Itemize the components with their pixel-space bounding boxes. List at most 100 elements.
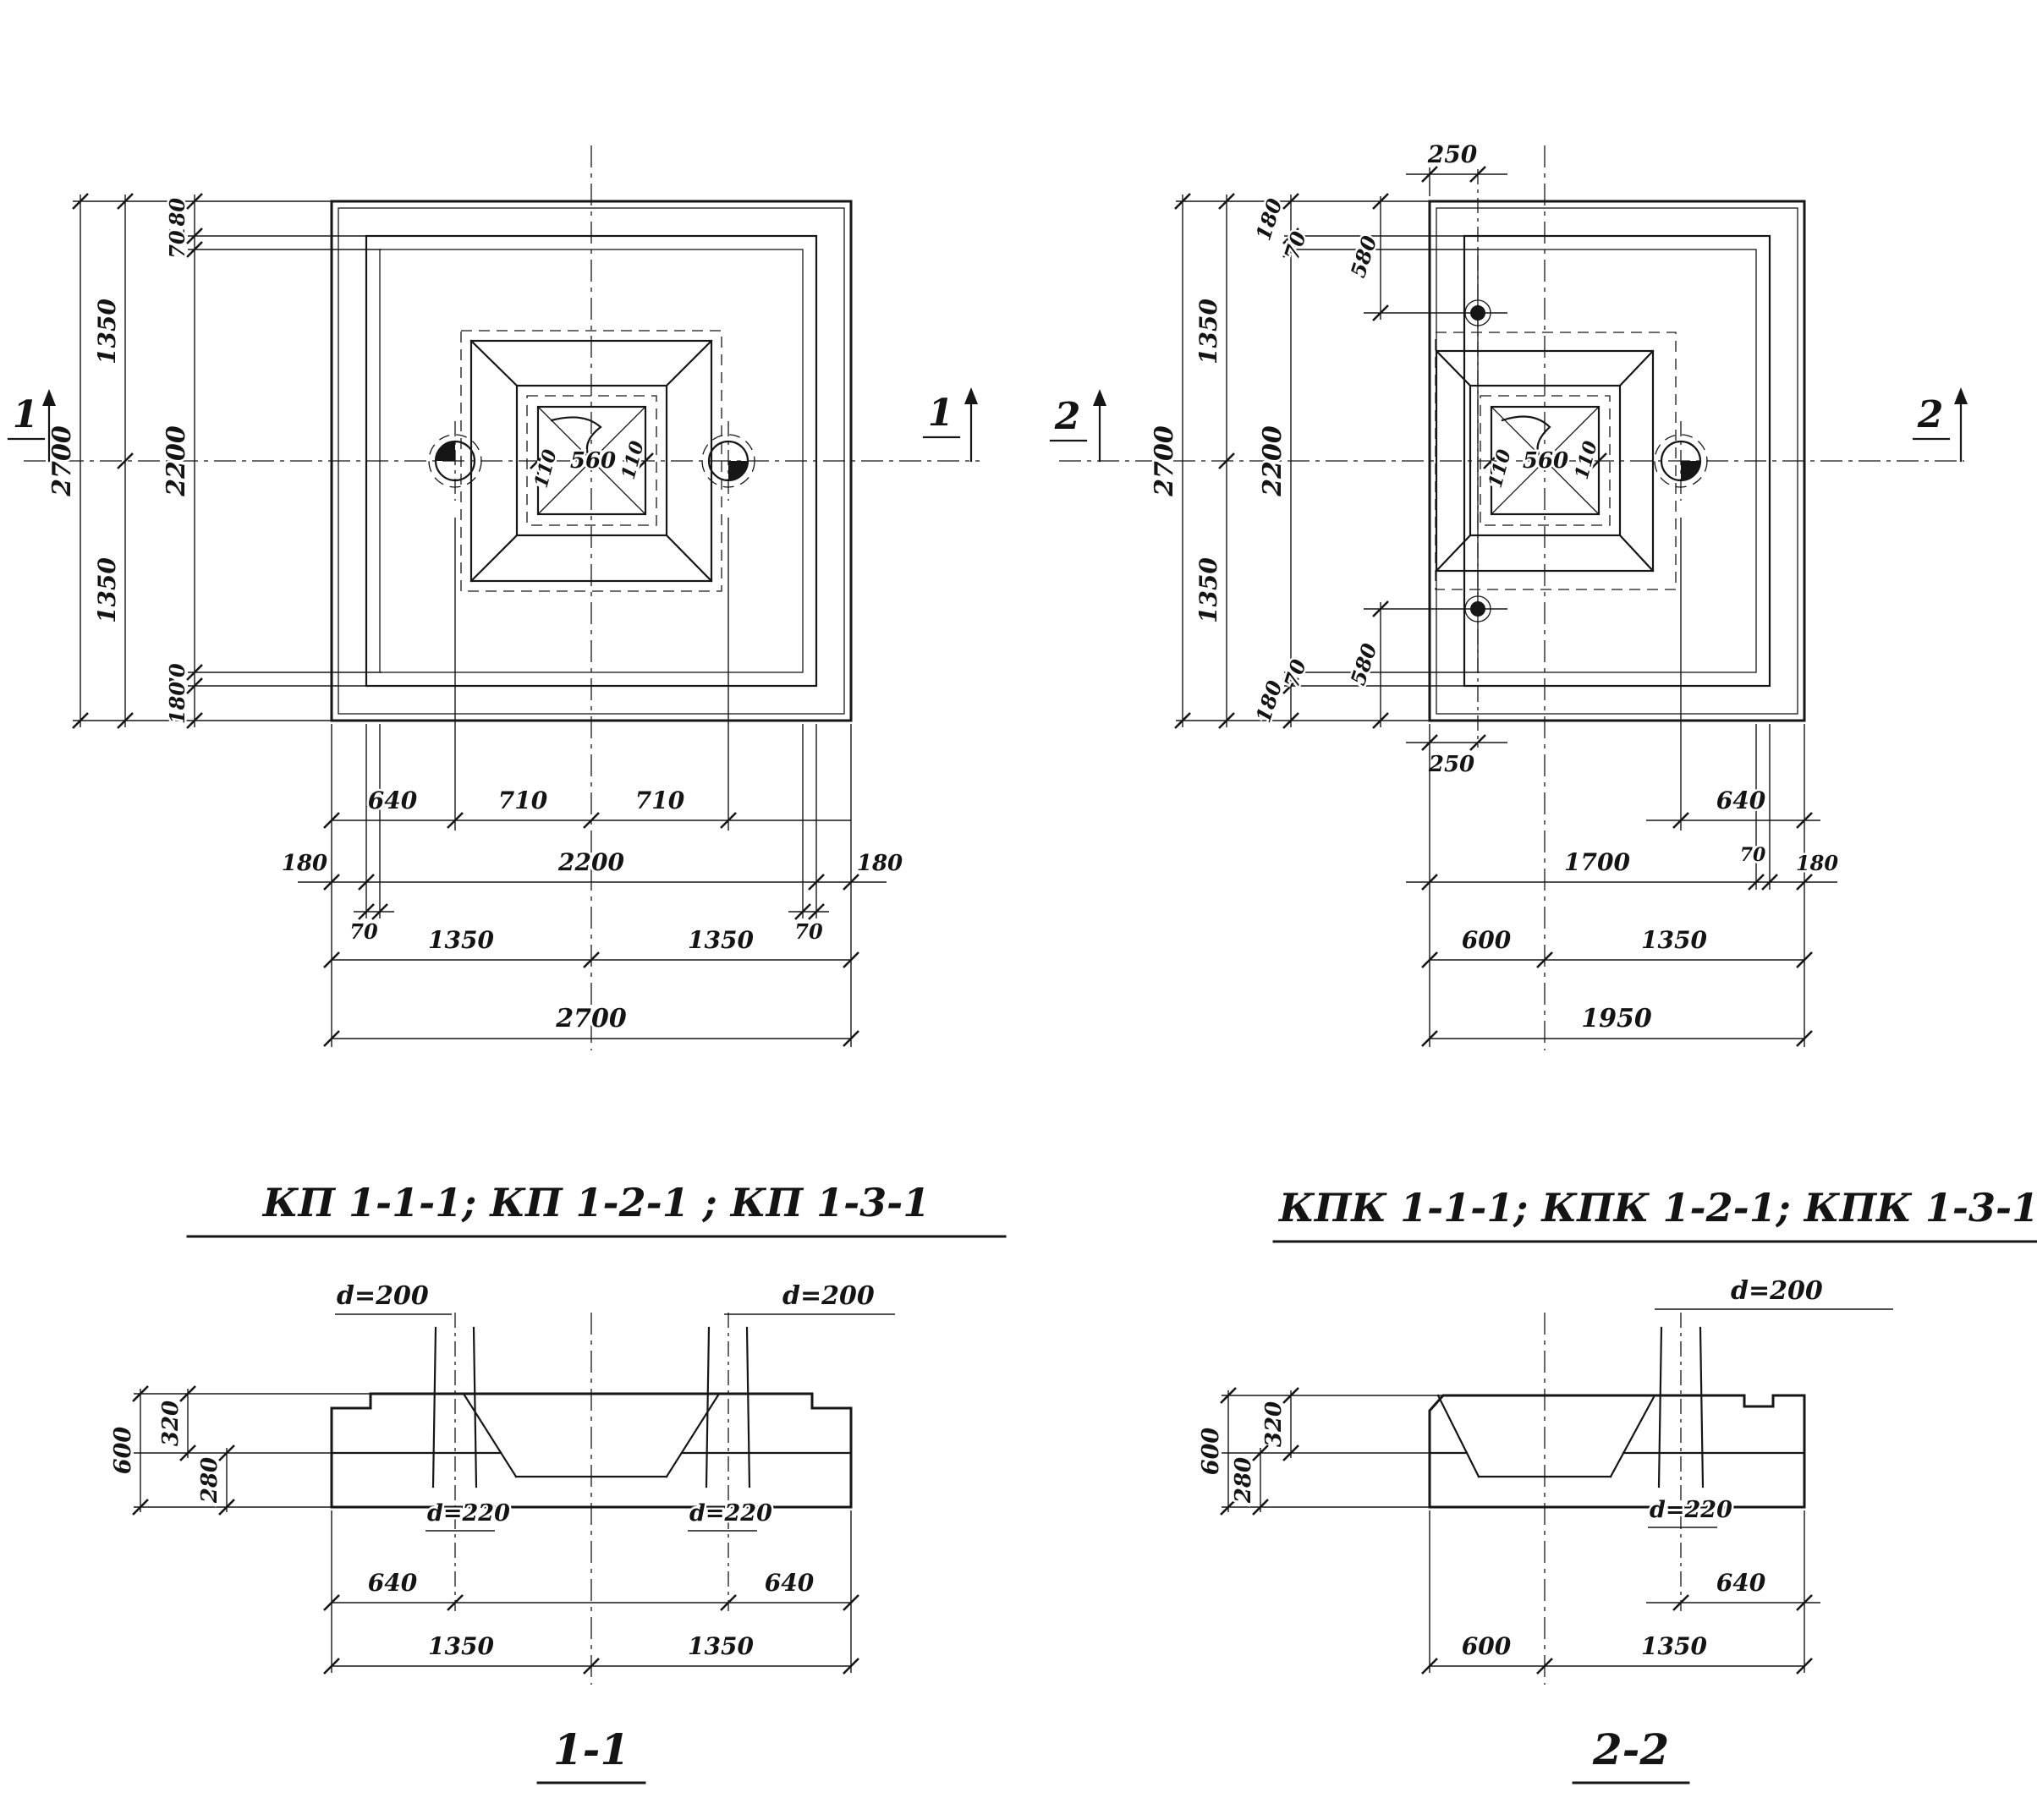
plan1-scribble (550, 416, 602, 464)
plan2-dim-110-left: 110 (1485, 447, 1516, 491)
plan2-dim-70: 70 (1740, 844, 1766, 866)
sec2-dim-640: 640 (1716, 1569, 1766, 1597)
section-1-1: d=200 d=200 d=220 d=220 600 320 280 (108, 1280, 895, 1784)
sec2-label-d220: d=220 (1650, 1497, 1732, 1523)
plan2-dim-1700: 1700 (1564, 848, 1630, 876)
sec2-cup-left-slope (1436, 1394, 1480, 1478)
sec2-title: 2-2 (1592, 1724, 1669, 1774)
plan2-dim-580-top: 580 (1345, 233, 1381, 281)
sec1-cup-right-slope (665, 1392, 721, 1478)
plan1-dim-70-bottom: 70 (165, 663, 189, 692)
plan2-scribble (1501, 415, 1551, 463)
plan1-dim-1350-bl: 1350 (428, 926, 494, 954)
plan2-dim-180-bottom: 180 (1250, 677, 1287, 726)
plan2-dim-70-top: 70 (1279, 228, 1311, 263)
sec2-bottom-dims: 640 600 1350 (1420, 1510, 1820, 1675)
sec1-dim-600: 600 (110, 1427, 136, 1475)
sec1-label-d220-right: d=220 (689, 1500, 772, 1527)
plan2-dim-600: 600 (1462, 926, 1512, 954)
sec1-label-d200-left: d=200 (337, 1281, 429, 1311)
plan1-dim-640: 640 (368, 787, 418, 814)
sec1-pipe-right (705, 1326, 711, 1488)
sec1-cup-left-slope (462, 1392, 518, 1478)
plan2-section-mark-left: 2 (1049, 389, 1106, 463)
plan2-dim-250-top: 250 (1427, 140, 1478, 168)
section-2-2: d=200 d=220 600 320 280 640 600 (1196, 1275, 1893, 1784)
plan2-foundation-plan: 250 2700 1350 1350 180 70 2200 70 180 (1049, 139, 1968, 1050)
sec1-pipe-left (431, 1326, 437, 1488)
plan1-dim-180-left: 180 (282, 851, 327, 876)
sec1-dim-1350-left: 1350 (428, 1632, 494, 1660)
plan1-dim-110-right: 110 (618, 438, 649, 482)
plan2-dim-250-bottom: 250 (1428, 752, 1474, 777)
section-mark-1-right-label: 1 (928, 392, 954, 435)
sec1-outline (330, 1392, 853, 1509)
plan1-dim-70-right: 70 (794, 919, 823, 944)
sec2-left-dims: 600 320 280 (1196, 1386, 1443, 1516)
plan1-dim-710-left: 710 (498, 787, 548, 814)
plan1-dim-560: 560 (570, 448, 616, 474)
sec2-dim-600-bottom: 600 (1462, 1632, 1512, 1660)
sec2-dim-320: 320 (1261, 1401, 1287, 1447)
plan1-bottom-dims: 640 710 710 180 2200 180 70 70 1350 1350… (279, 518, 905, 1048)
section-mark-2-right-label: 2 (1917, 393, 1944, 436)
sec1-dim-640-left: 640 (368, 1569, 418, 1597)
title-kp-series: КП 1-1-1; КП 1-2-1 ; КП 1-3-1 (261, 1180, 931, 1225)
plan2-dim-2200: 2200 (1258, 425, 1288, 497)
plan1-dim-1350-bottom: 1350 (93, 557, 121, 623)
sec1-dim-280: 280 (197, 1457, 222, 1504)
sec1-bottom-dims: 640 640 1350 1350 (322, 1510, 860, 1675)
section-mark-1-left-label: 1 (13, 393, 39, 436)
plan1-dim-70-left: 70 (349, 919, 378, 944)
plan2-dim-560: 560 (1523, 448, 1568, 474)
sec2-outline (1428, 1394, 1806, 1509)
sec1-dim-1350-right: 1350 (688, 1632, 754, 1660)
plan1-dim-180-right: 180 (857, 851, 903, 876)
section-mark-2-left-label: 2 (1054, 395, 1081, 438)
plan1-dim-1350-top: 1350 (93, 299, 121, 365)
plan2-dim-180: 180 (1796, 851, 1838, 875)
sec2-cup-right-slope (1609, 1394, 1656, 1478)
sec2-dim-600: 600 (1198, 1428, 1224, 1476)
plan1-dim-70-top: 70 (165, 230, 189, 259)
sec2-label-d200: d=200 (1731, 1276, 1823, 1306)
plan2-dim-180-top: 180 (1250, 195, 1287, 244)
plan1-section-mark-left: 1 (7, 389, 56, 463)
plan1-dim-110-left: 110 (530, 447, 562, 491)
sec1-dim-640-right: 640 (765, 1569, 815, 1597)
plan1-dim-2700-bottom: 2700 (555, 1004, 627, 1033)
plan2-section-mark-right: 2 (1912, 387, 1968, 463)
plan2-dim-110-right: 110 (1571, 438, 1602, 482)
sec2-dim-1350: 1350 (1641, 1632, 1707, 1660)
plan1-dim-180-top: 180 (165, 198, 189, 240)
plan2-dim-580-bottom: 580 (1345, 640, 1381, 688)
sec1-left-dims: 600 320 280 (108, 1384, 371, 1516)
plan1-dim-2700: 2700 (47, 425, 77, 497)
sec1-title: 1-1 (553, 1724, 629, 1774)
plan2-dim-2700: 2700 (1150, 425, 1179, 497)
plan1-dim-1350-br: 1350 (688, 926, 754, 954)
plan2-dim-640: 640 (1716, 787, 1766, 814)
plan1-dim-2200-bottom: 2200 (557, 848, 624, 876)
plan1-section-mark-right: 1 (922, 387, 978, 463)
plan1-foundation-plan: 2700 1350 1350 180 70 2200 70 180 (7, 145, 980, 1050)
sec1-label-d200-right: d=200 (782, 1281, 875, 1311)
plan1-dim-710-right: 710 (635, 787, 685, 814)
sec1-dim-320: 320 (158, 1401, 184, 1446)
sec2-pipe (1657, 1326, 1663, 1488)
plan2-dim-1350-bottom: 1350 (1194, 557, 1222, 623)
plan2-dim-1950: 1950 (1581, 1004, 1652, 1033)
plan2-dim-1350-top: 1350 (1194, 299, 1222, 365)
title-kpk-series: КПК 1-1-1; КПК 1-2-1; КПК 1-3-1 (1277, 1185, 2037, 1231)
plan2-left-dims: 2700 1350 1350 180 70 2200 70 180 580 58… (1148, 192, 1507, 780)
plan2-inner-ring (1463, 234, 1771, 688)
plan1-left-dims: 2700 1350 1350 180 70 2200 70 180 (46, 192, 382, 730)
plan2-dim-1350: 1350 (1641, 926, 1707, 954)
plan2-bottom-dims: 640 1700 70 180 600 1350 1950 (1406, 518, 1841, 1048)
plan2-top-dim: 250 (1406, 139, 1507, 196)
plan1-dim-2200: 2200 (162, 425, 191, 497)
plan1-dim-180-bottom: 180 (165, 682, 189, 724)
sec2-dim-280: 280 (1231, 1457, 1256, 1504)
sec1-label-d220-left: d=220 (427, 1500, 510, 1527)
